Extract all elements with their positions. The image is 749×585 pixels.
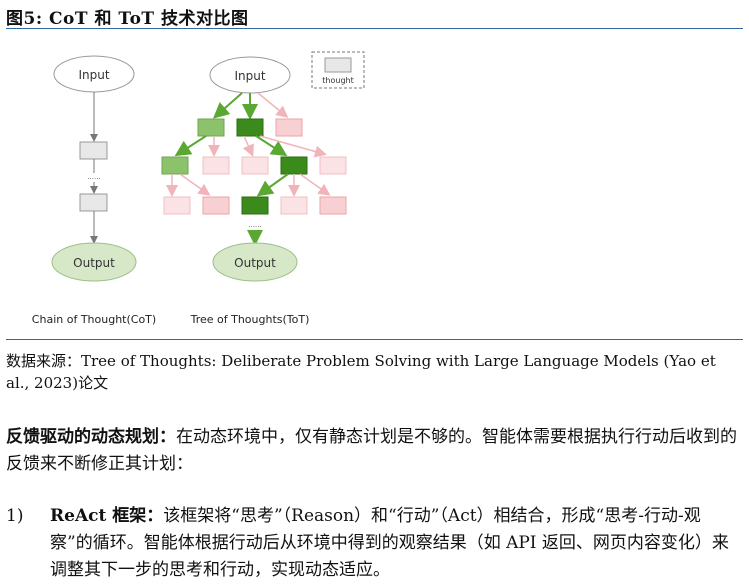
cot-output-label: Output — [73, 256, 115, 270]
list-item-text: 该框架将“思考”（Reason）和“行动”（Act）相结合，形成“思考-行动-观… — [50, 506, 729, 580]
legend: thought — [311, 51, 365, 89]
paragraph-text: 在动态环境中，仅有静态计划是不够的。智能体需要根据执行行动后收到的反馈来不断修正… — [6, 427, 737, 474]
tot-thought-pink — [202, 156, 230, 175]
tot-thought-pink — [319, 196, 347, 215]
cot-thought-node — [79, 193, 108, 212]
tot-ellipsis: ...... — [248, 221, 261, 229]
tot-thought-dark-green — [241, 196, 269, 215]
tot-edge — [299, 173, 331, 196]
legend-box — [311, 51, 365, 89]
tot-thought-light-green — [197, 118, 225, 137]
tot-thought-light-green — [161, 156, 189, 175]
tot-output-node — [212, 242, 298, 282]
cot-output-node — [51, 242, 137, 282]
tot-caption: Tree of Thoughts(ToT) — [190, 313, 310, 326]
cot-tot-diagram: Input ...... Output Chain of Thought(CoT… — [6, 30, 743, 338]
top-rule — [6, 28, 743, 29]
tot-input-label: Input — [234, 69, 265, 83]
tot-thought-pink — [319, 156, 347, 175]
list-item-heading: ReAct 框架： — [50, 506, 164, 526]
tot-edge — [257, 92, 289, 118]
cot-input-label: Input — [78, 68, 109, 82]
list-item-body: ReAct 框架：该框架将“思考”（Reason）和“行动”（Act）相结合，形… — [50, 503, 743, 584]
tot-edge — [213, 92, 243, 119]
tot-edge — [179, 173, 211, 196]
legend-thought-label: thought — [322, 76, 353, 85]
cot-thought-node — [79, 141, 108, 160]
tot-edge — [174, 135, 207, 157]
tot-edge — [242, 135, 254, 157]
tot-edge — [256, 173, 289, 197]
tot-thought-pink — [241, 156, 269, 175]
tot-edge — [259, 135, 327, 158]
list-number: 1) — [6, 506, 24, 526]
tot-edge — [255, 135, 288, 157]
caption-rule — [6, 339, 743, 340]
tot-thought-pink — [280, 196, 308, 215]
tot-thought-dark-green — [280, 156, 308, 175]
cot-chain: Input ...... Output — [51, 55, 137, 282]
tot-thought-pink — [163, 196, 191, 215]
tot-thought-pink — [275, 118, 303, 137]
tot-thought-dark-green — [236, 118, 264, 137]
tot-tree: Input — [161, 56, 347, 282]
paragraph-heading: 反馈驱动的动态规划： — [6, 427, 176, 447]
source-note: 数据来源：Tree of Thoughts: Deliberate Proble… — [6, 352, 716, 392]
cot-ellipsis: ...... — [87, 173, 100, 181]
cot-caption: Chain of Thought(CoT) — [32, 313, 156, 326]
figure-title: 图5: CoT 和 ToT 技术对比图 — [6, 9, 249, 29]
paragraph-feedback-planning: 反馈驱动的动态规划：在动态环境中，仅有静态计划是不够的。智能体需要根据执行行动后… — [6, 424, 743, 478]
legend-thought-swatch — [324, 57, 352, 73]
tot-thought-pink — [202, 196, 230, 215]
tot-output-label: Output — [234, 256, 276, 270]
